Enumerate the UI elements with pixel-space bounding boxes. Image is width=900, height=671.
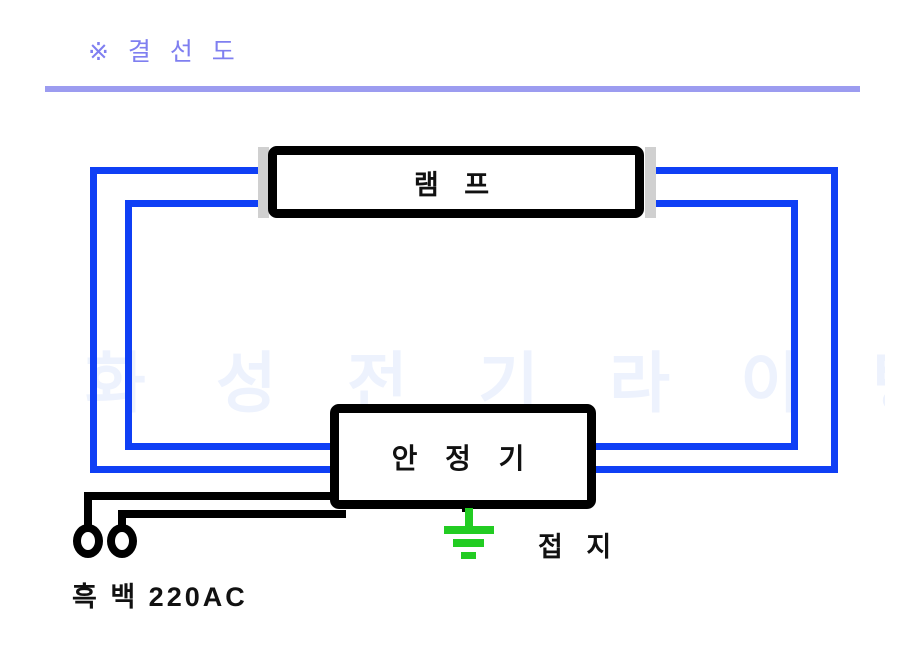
wire-lamp-left-inner-vertical bbox=[125, 200, 132, 450]
wire-lamp-left-outer-bottom bbox=[90, 466, 340, 473]
ac-power-label: 흑 백 220AC bbox=[72, 582, 248, 612]
ground-bar-3 bbox=[461, 552, 476, 559]
wire-lamp-right-outer-bottom bbox=[588, 466, 838, 473]
ac-terminal-black bbox=[73, 524, 103, 558]
wire-lamp-right-outer-top bbox=[650, 167, 838, 174]
lamp-label: 램 프 bbox=[413, 169, 499, 200]
wire-lamp-left-inner-top bbox=[125, 200, 265, 207]
wire-lamp-left-outer-vertical bbox=[90, 167, 97, 473]
wire-ac-line-white-vertical bbox=[118, 510, 126, 532]
wire-lamp-right-inner-bottom bbox=[588, 443, 798, 450]
ballast-component: 안 정 기 bbox=[330, 404, 596, 509]
wire-ac-line-black-vertical bbox=[84, 492, 92, 532]
wire-lamp-right-inner-top bbox=[650, 200, 798, 207]
wire-ac-line-black-horizontal bbox=[84, 492, 346, 500]
wire-lamp-right-outer-vertical bbox=[831, 167, 838, 473]
ground-stem bbox=[465, 508, 473, 528]
wire-lamp-left-inner-bottom bbox=[125, 443, 340, 450]
ballast-label: 안 정 기 bbox=[391, 442, 535, 474]
ground-bar-2 bbox=[453, 539, 484, 547]
lamp-component: 램 프 bbox=[268, 146, 644, 218]
lamp-electrode-cap-left bbox=[258, 147, 269, 218]
page-title: ※ 결 선 도 bbox=[88, 38, 241, 66]
wire-ac-line-white-horizontal bbox=[118, 510, 346, 518]
earth-ground-icon bbox=[440, 508, 496, 560]
ground-label: 접 지 bbox=[538, 532, 620, 562]
wire-lamp-right-inner-vertical bbox=[791, 200, 798, 450]
ground-bar-1 bbox=[444, 526, 494, 534]
header-divider bbox=[45, 86, 860, 92]
lamp-electrode-cap-right bbox=[645, 147, 656, 218]
wire-lamp-left-outer-top bbox=[90, 167, 265, 174]
ac-terminal-white bbox=[107, 524, 137, 558]
